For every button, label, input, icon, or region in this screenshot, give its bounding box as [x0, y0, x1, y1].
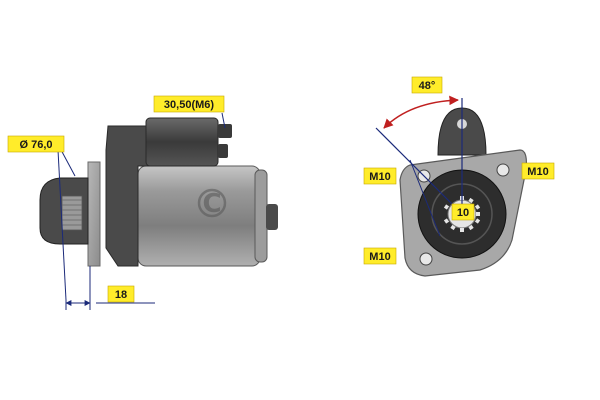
solenoid [145, 117, 219, 167]
bolt-hole-bottom-left [419, 252, 433, 266]
bolt-hole-right [496, 163, 510, 177]
terminal-leader [221, 112, 226, 129]
label-bolt-right-text: M10 [527, 166, 548, 178]
label-bolt-bottom-left-text: M10 [369, 251, 390, 263]
label-diameter-text: Ø 76,0 [19, 139, 52, 151]
angled-axis-line [375, 127, 463, 215]
label-pinion-teeth: 10 [451, 203, 475, 221]
pinion-gear [61, 195, 83, 231]
diameter-leader [59, 147, 76, 177]
copyright-icon: C [197, 188, 227, 219]
label-flange-offset: 18 [107, 285, 135, 303]
bolt-to-center-line [409, 159, 441, 237]
label-terminal-text: 30,50(M6) [164, 99, 214, 111]
label-diameter: Ø 76,0 [7, 135, 65, 153]
label-bolt-bottom-left: M10 [363, 247, 397, 265]
solenoid-terminal-top [218, 124, 232, 138]
front-view [375, 95, 527, 277]
pinion-teeth [62, 199, 82, 226]
label-bolt-top-left: M10 [363, 167, 397, 185]
label-angle: 48° [411, 76, 443, 94]
diameter-dimension [57, 149, 155, 310]
svg-text:C: C [202, 189, 221, 219]
mounting-flange [87, 161, 101, 267]
label-terminal: 30,50(M6) [153, 95, 225, 113]
label-angle-text: 48° [419, 80, 436, 92]
side-view: C [39, 112, 278, 310]
solenoid-terminal-bottom [218, 144, 228, 158]
label-bolt-right: M10 [521, 162, 555, 180]
label-pinion-teeth-text: 10 [457, 207, 469, 219]
angle-arc [383, 95, 459, 129]
label-bolt-top-left-text: M10 [369, 171, 390, 183]
rear-shaft [266, 204, 278, 230]
label-flange-offset-text: 18 [115, 289, 127, 301]
end-cap [254, 169, 268, 263]
motor-body [137, 165, 261, 267]
